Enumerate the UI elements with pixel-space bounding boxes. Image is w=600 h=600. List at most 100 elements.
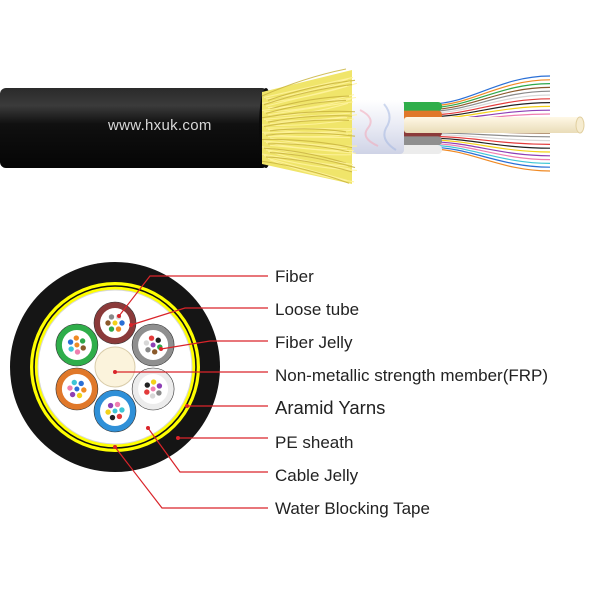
aramid-yarn-strand [263,147,347,164]
fiber-dot [148,335,155,341]
aramid-yarn-strand [265,85,348,107]
fiber-dot [68,346,74,352]
aramid-yarn-strand [269,159,355,183]
fiber-dot [114,401,121,408]
aramid-yarn-strand [265,99,347,114]
fiber-dot [71,379,77,386]
fiber-strand [429,94,551,114]
fiber-strand [429,137,551,149]
aramid-yarn-strand [265,156,353,173]
aramid-yarn-strand [265,132,356,137]
fiber-strand [429,148,551,172]
aramid-yarn-strand [269,128,347,133]
fiber-strand [429,75,551,105]
loose-tubes-cross-section [55,301,175,433]
leader-dot [129,323,133,327]
fiber-dot [149,393,156,399]
leader-lines [114,275,268,509]
fiber-dot [81,387,87,393]
callout-loose-tube: Loose tube [275,300,359,319]
leader-line-fiber [118,275,268,317]
fiber-strand [429,83,551,109]
fiber-strand [429,98,551,116]
fiber-dot [67,385,73,391]
leader-dot [185,404,189,408]
website-label: www.hxuk.com [107,117,212,134]
fiber-strand [429,139,551,153]
aramid-yarn-strand [269,152,356,169]
callout-pe-sheath: PE sheath [275,433,353,452]
aramid-yarn-strand [263,112,351,120]
fiber-dot [74,386,80,392]
aramid-yarn-strand [261,160,350,184]
callout-water-blocking-tape: Water Blocking Tape [275,499,430,518]
pe-sheath-side [0,88,268,168]
fiber-dot [119,320,125,326]
fiber-dot [150,386,156,392]
fiber-dot [115,326,122,332]
leader-dot [146,426,150,430]
fiber-dot [144,389,150,395]
fiber-strand [429,135,551,145]
fiber-dot [143,340,150,346]
loose-tube-blue-tube [93,389,137,433]
leader-dot [159,347,163,351]
leader-line-water-blocking-tape [114,446,268,509]
leader-dot [176,436,180,440]
aramid-yarn-strand [269,95,350,110]
fiber-dot [76,392,83,399]
aramid-yarn-strand [267,143,350,153]
fiber-dot [74,349,81,355]
fiber-strand [429,134,551,142]
aramid-yarn-strand [261,138,353,149]
cable-cross-section [10,262,220,472]
fiber-dot [67,339,74,345]
callout-fiber: Fiber [275,267,314,286]
frp-rod-end [575,116,585,134]
fiber-dot [145,347,151,353]
fiber-dot [74,342,80,348]
frp-core [94,346,136,388]
leader-line-fiber-jelly [160,340,268,350]
fiber-dot [80,345,86,351]
aramid-yarns-side [261,68,358,184]
fiber-dot [151,349,158,355]
fiber-dot [78,380,84,387]
aramid-yarn-strand [261,68,347,97]
aramid-yarn-strand [267,79,356,101]
aramid-yarn-strand [263,84,353,106]
loose-tube-green-tube [55,323,99,367]
callout-frp: Non-metallic strength member(FRP) [275,366,548,385]
loose-tube-side [396,136,442,146]
tape-wrinkle [359,109,379,147]
fiber-strand [429,146,551,168]
loose-tube-brown-tube [93,301,137,345]
callout-labels: Fiber Loose tube Fiber Jelly Non-metalli… [275,267,548,518]
fiber-strand [429,90,551,112]
fiber-dot [105,409,111,415]
aramid-yarn-strand [267,157,348,181]
loose-tube-side [396,102,442,111]
loose-tube-white-tube [131,367,175,411]
fiber-dot [105,320,111,326]
fiber-strand [429,143,551,161]
fiber-dot [108,326,115,332]
fiber-strand [429,86,551,110]
fiber-dot [156,390,162,396]
fiber-dot [155,337,161,343]
leader-line-cable-jelly [147,427,268,473]
fiber-dot [144,382,151,388]
leader-dot [117,314,121,318]
aramid-yarn-strand [267,101,354,116]
fiber-dot [150,379,157,385]
frp-rod-side [404,117,580,133]
aramid-yarn-strand [263,76,354,98]
leader-anchor-dots [113,314,189,449]
aramid-yarn-strand [269,144,357,154]
loose-tube-gray-tube [131,323,175,367]
leader-dot [113,370,117,374]
fiber-dot [107,402,114,409]
fiber-dot [150,342,156,348]
fiber-strand [429,102,551,118]
tape-wrinkle [383,103,397,151]
